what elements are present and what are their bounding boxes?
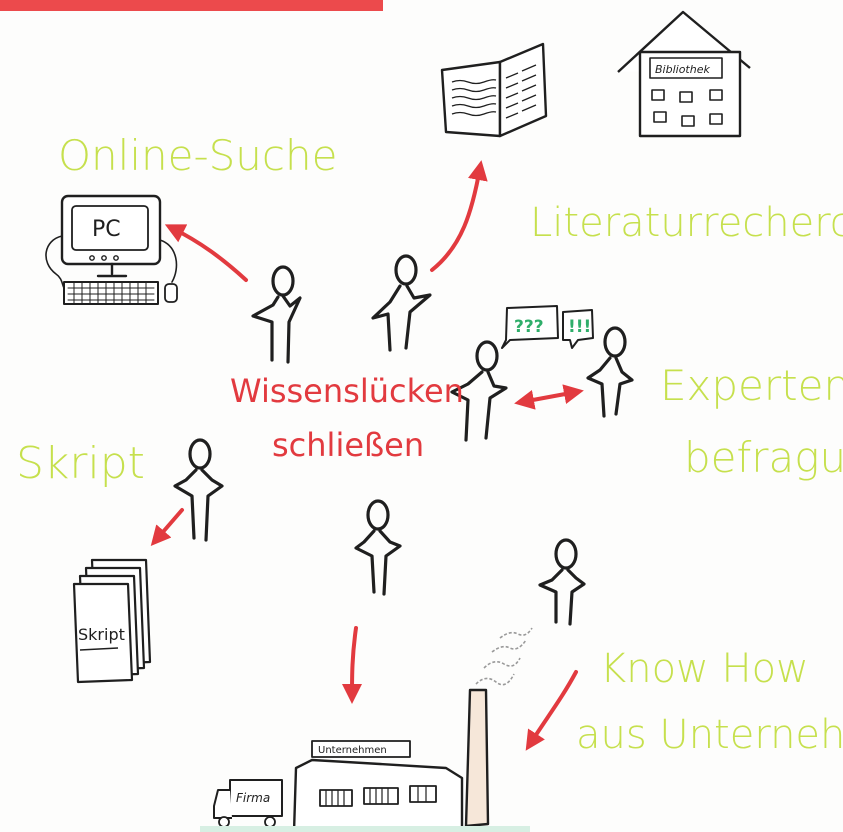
library-building-icon	[617, 10, 751, 138]
label-online-search: Online-Suche	[58, 131, 337, 180]
center-title-line1: Wissenslücken	[230, 372, 464, 410]
label-experts-line1: Experten	[660, 361, 843, 410]
ground-strip	[200, 826, 530, 832]
company-sign-text: Unternehmen	[318, 745, 387, 756]
library-sign-text: Bibliothek	[655, 63, 710, 76]
arrow	[150, 508, 184, 547]
label-script: Skript	[16, 438, 145, 489]
script-document-text: Skript	[78, 625, 125, 644]
arrow	[164, 224, 248, 282]
speech-bubble-exclaim-text: !!!	[568, 317, 591, 337]
computer-icon	[45, 194, 178, 305]
person-figure	[371, 254, 432, 352]
script-document-icon	[72, 558, 152, 684]
person-figure	[450, 340, 508, 442]
arrow	[514, 384, 584, 410]
person-figure	[354, 499, 402, 596]
label-experts-line2: befragun	[684, 433, 843, 482]
label-literature: Literaturrecherch	[530, 200, 843, 246]
person-figure	[251, 265, 302, 364]
arrow	[342, 626, 363, 704]
factory-icon	[213, 688, 490, 832]
truck-text: Firma	[236, 791, 270, 805]
person-figure	[586, 326, 634, 418]
top-banner	[0, 0, 383, 11]
label-knowhow-line1: Know How	[600, 646, 809, 692]
smoke-cloud	[475, 627, 533, 686]
speech-bubble-question	[501, 305, 559, 349]
book-icon	[440, 42, 548, 138]
person-figure	[538, 538, 586, 626]
speech-bubble-question-text: ???	[514, 317, 544, 337]
arrow	[525, 670, 578, 751]
speech-bubble-exclaim	[562, 309, 594, 349]
arrow	[430, 160, 488, 272]
person-figure	[173, 438, 224, 542]
center-title-line2: schließen	[272, 426, 424, 464]
pc-screen-text: PC	[92, 217, 121, 242]
label-knowhow-line2: aus Unternehme	[576, 712, 843, 758]
